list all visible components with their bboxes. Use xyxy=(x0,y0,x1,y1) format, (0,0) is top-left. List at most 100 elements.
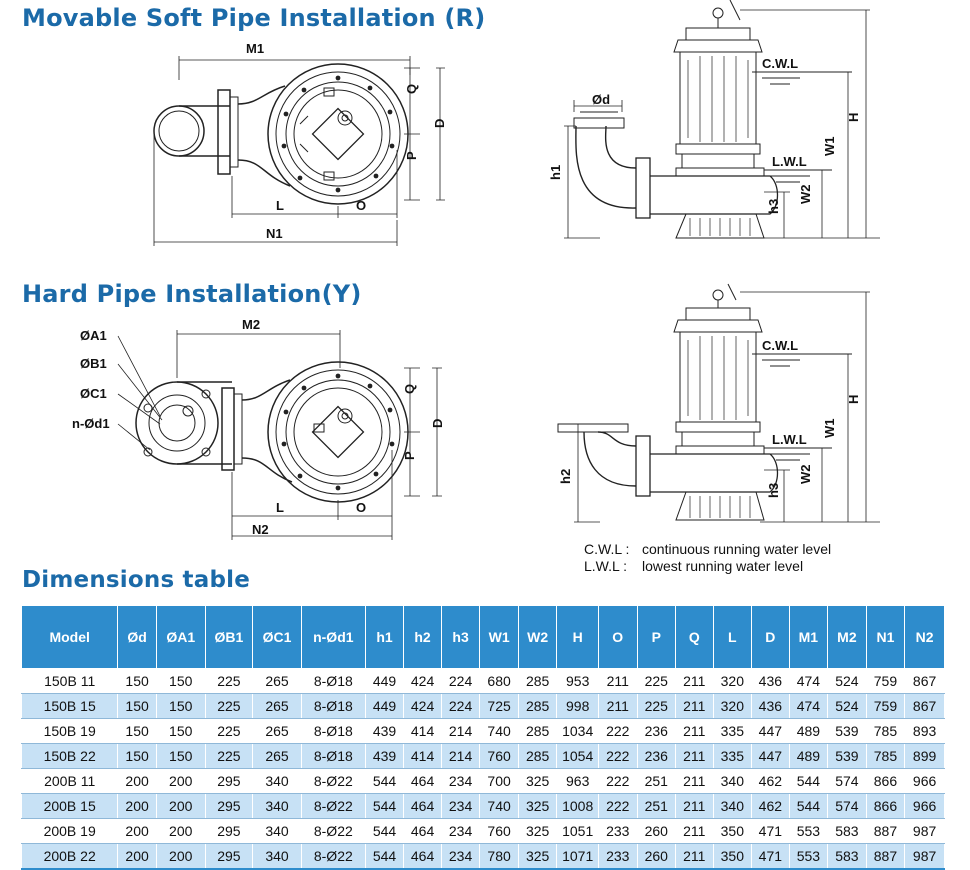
label-q-hard: Q xyxy=(402,384,417,394)
table-cell: 785 xyxy=(865,743,906,769)
table-cell: 966 xyxy=(904,768,945,794)
installation-drawings: M1 L O N1 Q P D M2 L O N2 Q P D ØA1 ØB1 … xyxy=(72,0,880,540)
table-cell: 200 xyxy=(117,843,157,870)
hard-pipe-top-view xyxy=(117,330,442,540)
table-cell: 436 xyxy=(751,693,790,719)
table-cell: 1008 xyxy=(556,793,599,819)
table-cell: 265 xyxy=(252,693,302,719)
table-cell: 295 xyxy=(204,793,254,819)
table-cell: 785 xyxy=(865,718,906,744)
table-cell: 1034 xyxy=(556,718,599,744)
table-cell: 740 xyxy=(479,793,519,819)
table-cell: 8-Ø22 xyxy=(300,843,366,870)
table-cell: 225 xyxy=(204,743,254,769)
model-cell: 200B 22 xyxy=(20,843,119,870)
table-cell: 150 xyxy=(155,718,206,744)
table-cell: 987 xyxy=(904,843,945,870)
table-cell: 325 xyxy=(517,843,558,870)
table-cell: 574 xyxy=(827,768,867,794)
table-cell: 987 xyxy=(904,818,945,844)
table-cell: 474 xyxy=(788,693,829,719)
label-lwl-hard: L.W.L xyxy=(772,432,807,447)
table-cell: 759 xyxy=(865,693,906,719)
table-cell: 725 xyxy=(479,693,519,719)
model-cell: 200B 19 xyxy=(20,818,119,844)
table-cell: 225 xyxy=(636,693,677,719)
soft-pipe-side-view xyxy=(564,0,880,239)
table-cell: 325 xyxy=(517,793,558,819)
table-cell: 8-Ø18 xyxy=(300,693,366,719)
legend-cwl: C.W.L :continuous running water level xyxy=(584,541,831,557)
model-cell: 150B 19 xyxy=(20,718,119,744)
table-cell: 544 xyxy=(364,843,405,870)
table-cell: 544 xyxy=(788,793,829,819)
table-cell: 553 xyxy=(788,843,829,870)
label-h-soft: H xyxy=(846,113,861,122)
table-cell: 760 xyxy=(479,743,519,769)
label-p-soft: P xyxy=(404,151,419,160)
table-cell: 866 xyxy=(865,793,906,819)
column-header: n-Ød1 xyxy=(300,605,366,669)
table-cell: 8-Ø22 xyxy=(300,818,366,844)
label-a1: ØA1 xyxy=(80,328,107,343)
table-cell: 449 xyxy=(364,668,405,694)
table-cell: 200 xyxy=(155,768,206,794)
table-cell: 285 xyxy=(517,668,558,694)
table-cell: 8-Ø22 xyxy=(300,768,366,794)
table-cell: 866 xyxy=(865,768,906,794)
table-cell: 899 xyxy=(904,743,945,769)
table-cell: 340 xyxy=(252,768,302,794)
label-w2-hard: W2 xyxy=(798,465,813,485)
table-cell: 295 xyxy=(204,818,254,844)
table-cell: 222 xyxy=(597,793,638,819)
label-c1: ØC1 xyxy=(80,386,107,401)
table-cell: 200 xyxy=(117,818,157,844)
table-cell: 225 xyxy=(204,718,254,744)
table-cell: 200 xyxy=(155,843,206,870)
soft-pipe-heading: Movable Soft Pipe Installation (R) xyxy=(22,4,486,32)
table-cell: 211 xyxy=(597,693,638,719)
label-d-pipe: Ød xyxy=(592,92,610,107)
model-cell: 150B 15 xyxy=(20,693,119,719)
table-cell: 150 xyxy=(155,743,206,769)
table-cell: 489 xyxy=(788,718,829,744)
legend-lwl: L.W.L :lowest running water level xyxy=(584,558,803,574)
table-cell: 340 xyxy=(252,843,302,870)
label-d-soft: D xyxy=(432,119,447,128)
table-cell: 234 xyxy=(440,843,481,870)
table-cell: 553 xyxy=(788,818,829,844)
table-cell: 335 xyxy=(712,718,753,744)
label-m1: M1 xyxy=(246,41,264,56)
table-cell: 436 xyxy=(751,668,790,694)
legend-cwl-text: continuous running water level xyxy=(642,541,832,557)
table-cell: 150 xyxy=(117,668,157,694)
table-cell: 200 xyxy=(117,768,157,794)
table-cell: 464 xyxy=(403,818,442,844)
table-cell: 887 xyxy=(865,843,906,870)
legend-lwl-text: lowest running water level xyxy=(642,558,804,574)
table-cell: 265 xyxy=(252,718,302,744)
table-cell: 211 xyxy=(675,718,714,744)
label-nd1: n-Ød1 xyxy=(72,416,110,431)
label-d-hard: D xyxy=(430,419,445,428)
table-cell: 200 xyxy=(155,793,206,819)
table-cell: 539 xyxy=(827,743,867,769)
table-cell: 414 xyxy=(403,718,442,744)
table-cell: 224 xyxy=(440,668,481,694)
column-header: L xyxy=(712,605,753,669)
table-cell: 211 xyxy=(675,768,714,794)
table-cell: 539 xyxy=(827,718,867,744)
label-lwl-soft: L.W.L xyxy=(772,154,807,169)
table-cell: 464 xyxy=(403,793,442,819)
table-cell: 320 xyxy=(712,668,753,694)
column-header: Model xyxy=(20,605,119,669)
table-cell: 222 xyxy=(597,768,638,794)
label-h3-soft: h3 xyxy=(766,199,781,214)
column-header: ØA1 xyxy=(155,605,206,669)
